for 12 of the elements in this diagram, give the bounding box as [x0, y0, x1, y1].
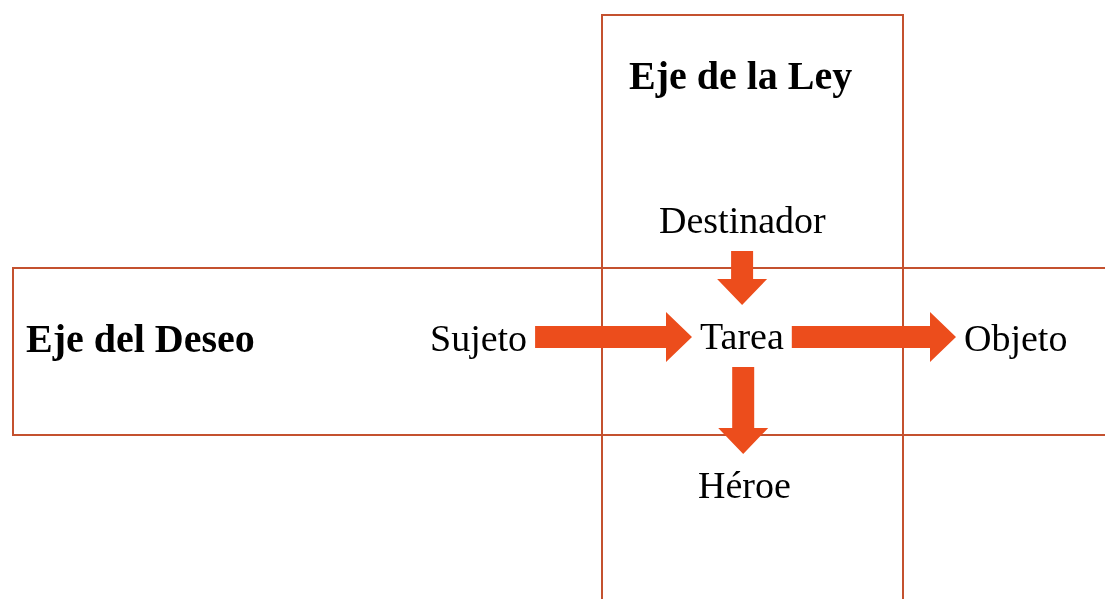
axis-band	[12, 267, 1105, 436]
role-label: Destinador	[659, 197, 826, 243]
role-label: Héroe	[698, 462, 791, 508]
role-label: Tarea	[700, 313, 784, 359]
axis-title: Eje del Deseo	[26, 315, 255, 363]
block-arrow	[791, 312, 956, 362]
block-arrow	[535, 312, 692, 362]
axis-title: Eje de la Ley	[629, 52, 853, 100]
role-label: Sujeto	[430, 315, 528, 361]
block-arrow	[718, 367, 769, 454]
block-arrow	[717, 251, 768, 305]
role-label: Objeto	[964, 315, 1068, 361]
